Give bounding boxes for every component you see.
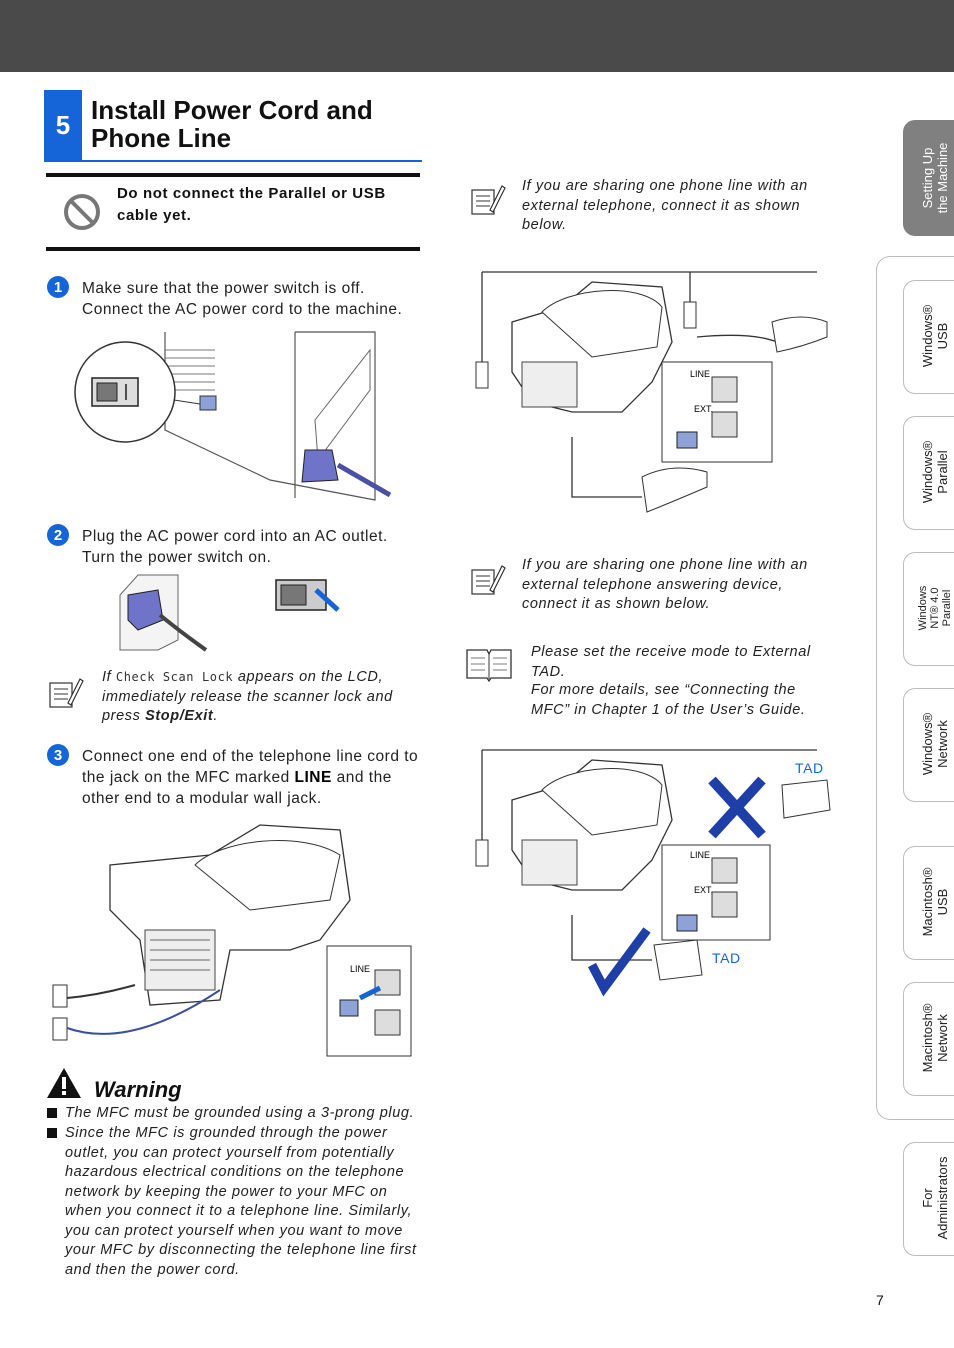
- caution-text: Do not connect the Parallel or USB cable…: [117, 185, 386, 224]
- lcd-message: Check Scan Lock: [115, 670, 234, 684]
- line-port-label: LINE: [350, 964, 370, 974]
- side-tab-frame: [876, 256, 954, 1120]
- prohibited-icon: [64, 194, 100, 230]
- answering-device-diagram: LINE EXT.: [475, 749, 831, 997]
- step-2-bullet: 2: [47, 524, 69, 546]
- step-1-bullet: 1: [47, 276, 69, 298]
- step-3-bullet: 3: [47, 744, 69, 766]
- tab-windows-network[interactable]: Windows®Network: [903, 688, 954, 802]
- receive-mode-note: Please set the receive mode to External …: [531, 644, 811, 680]
- warning-title: Warning: [94, 1077, 182, 1102]
- page-number: 7: [876, 1292, 884, 1308]
- more-details-note: For more details, see “Connecting the MF…: [531, 682, 806, 718]
- warning-icon: [47, 1068, 81, 1098]
- step-2-text: Plug the AC power cord into an AC outlet…: [82, 528, 388, 566]
- tab-windows-usb[interactable]: Windows®USB: [903, 280, 954, 394]
- ext-port-label: EXT.: [694, 404, 713, 414]
- page-title: Install Power Cord and Phone Line: [91, 95, 373, 153]
- tab-macintosh-usb[interactable]: Macintosh®USB: [903, 846, 954, 960]
- caution-rule-top: [46, 173, 420, 177]
- warning-item-2: Since the MFC is grounded through the po…: [65, 1125, 417, 1278]
- note-pencil-icon: [471, 565, 506, 595]
- tad-label-top: TAD: [795, 760, 824, 776]
- bullet-square: [47, 1108, 57, 1118]
- title-underline: [44, 160, 422, 162]
- tab-macintosh-network[interactable]: Macintosh®Network: [903, 982, 954, 1096]
- stop-exit-key: Stop/Exit: [145, 708, 214, 724]
- ext-port-label: EXT.: [694, 885, 713, 895]
- external-telephone-note: If you are sharing one phone line with a…: [522, 178, 808, 233]
- section-number: 5: [44, 90, 82, 160]
- note-pencil-icon: [49, 678, 84, 708]
- phone-line-connection-illustration: LINE: [52, 824, 412, 1057]
- power-switch-illustration: [74, 331, 392, 501]
- warning-item-1: The MFC must be grounded using a 3-prong…: [65, 1105, 415, 1121]
- bullet-square: [47, 1128, 57, 1138]
- header-bar: [0, 0, 954, 72]
- line-port-label: LINE: [690, 850, 710, 860]
- book-icon: [466, 649, 512, 682]
- ac-outlet-illustration: [119, 574, 340, 652]
- external-telephone-diagram: LINE EXT.: [475, 271, 828, 513]
- line-port-label: LINE: [690, 369, 710, 379]
- step-3-text: Connect one end of the telephone line co…: [82, 748, 419, 807]
- note-pencil-icon: [471, 185, 506, 215]
- step-1-text: Make sure that the power switch is off. …: [82, 280, 403, 318]
- scan-lock-note: If Check Scan Lock appears on the LCD, i…: [102, 669, 393, 724]
- answering-device-note: If you are sharing one phone line with a…: [522, 557, 808, 612]
- caution-rule-bottom: [46, 247, 420, 251]
- tab-windows-parallel[interactable]: Windows®Parallel: [903, 416, 954, 530]
- tad-label-bottom: TAD: [712, 950, 741, 966]
